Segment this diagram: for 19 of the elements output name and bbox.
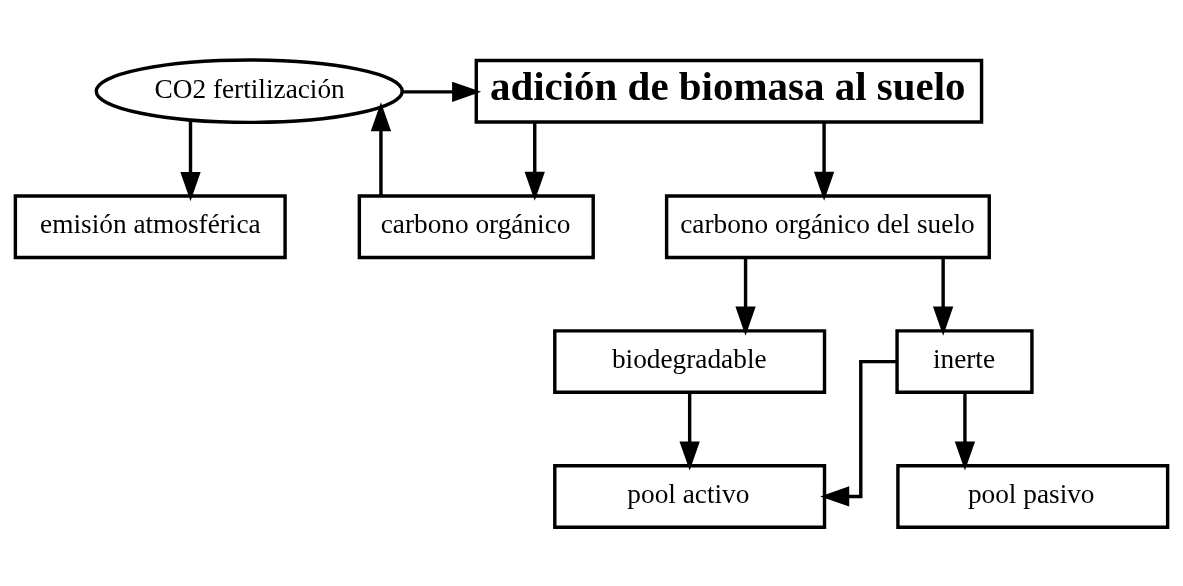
node-box: pool activo bbox=[553, 463, 827, 529]
node-ellipse: CO2 fertilización bbox=[94, 57, 404, 124]
arrow bbox=[524, 121, 545, 201]
arrow bbox=[820, 359, 898, 507]
arrow bbox=[933, 257, 954, 336]
node-box: carbono orgánico del suelo bbox=[664, 193, 991, 259]
arrow bbox=[735, 257, 756, 336]
node-box: inerte bbox=[895, 328, 1034, 394]
arrow bbox=[679, 392, 700, 470]
node-box: biodegradable bbox=[553, 328, 827, 394]
node-box: adición de biomasa al suelo bbox=[474, 58, 984, 124]
node-box: pool pasivo bbox=[896, 463, 1170, 529]
arrow bbox=[954, 392, 976, 470]
node-box: emisión atmosférica bbox=[13, 193, 287, 259]
arrow bbox=[813, 121, 835, 201]
arrow bbox=[370, 101, 392, 196]
node-box: carbono orgánico bbox=[357, 193, 595, 259]
arrow bbox=[403, 81, 482, 102]
arrow bbox=[180, 120, 201, 201]
